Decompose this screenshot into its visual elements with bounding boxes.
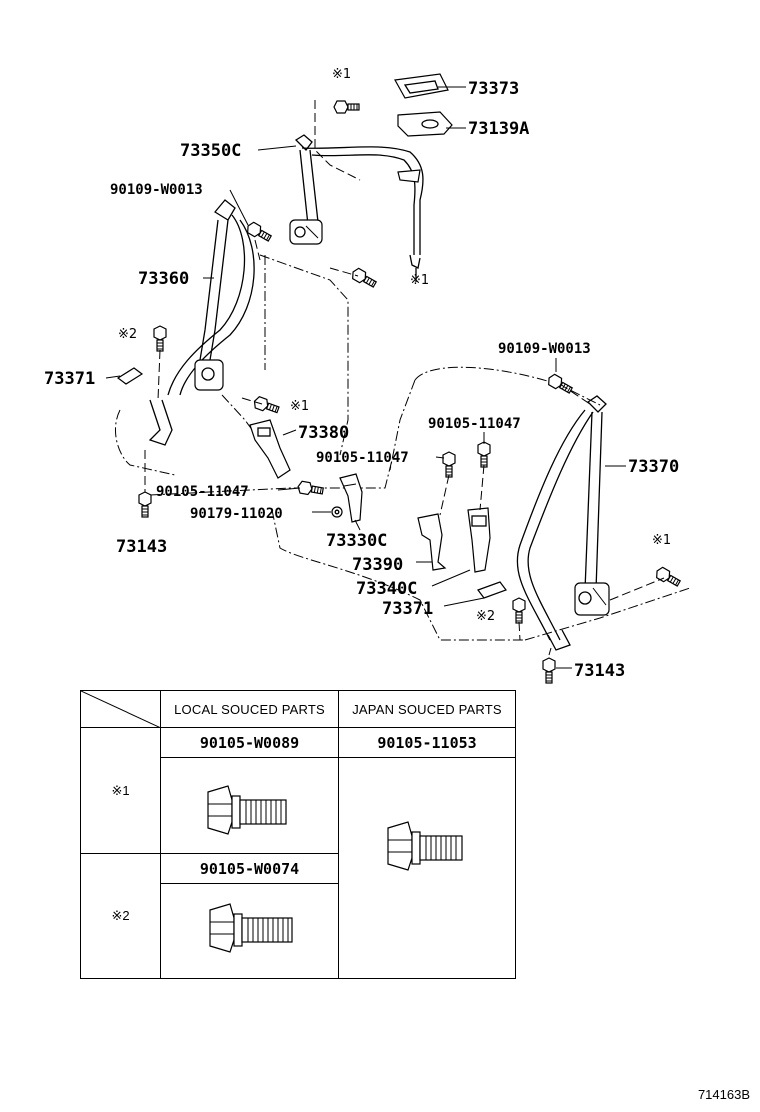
label-90179-11020: 90179-11020 (190, 506, 283, 522)
label-73139a: 73139A (468, 119, 529, 139)
mark2-right-label: ※2 (476, 609, 495, 624)
mark1-mid-label: ※1 (410, 273, 429, 288)
seat-outline-left (114, 254, 525, 641)
label-73330c: 73330C (326, 531, 387, 551)
cover-73139a (397, 111, 453, 137)
label-73373: 73373 (468, 79, 519, 99)
label-73350c: 73350C (180, 141, 241, 161)
seatbelt-73370 (516, 395, 610, 651)
bolt-right-mark2 (512, 597, 526, 624)
mark1-buckle-label: ※1 (290, 399, 309, 414)
buckle-73390 (417, 513, 447, 571)
reference-code: 714163B (697, 1087, 750, 1102)
label-73360: 73360 (138, 269, 189, 289)
label-90105-11047-left: 90105-11047 (156, 484, 249, 500)
bolt-top-mark1 (333, 100, 360, 114)
seat-outline-right (389, 366, 691, 641)
mark1-right-label: ※1 (652, 533, 671, 548)
bolt-mid-mark1 (349, 266, 379, 291)
bolt-right-mark1 (653, 565, 683, 590)
mark1-top-label: ※1 (332, 67, 351, 82)
header-local-sourced: LOCAL SOUCED PARTS (160, 690, 339, 728)
bolt-90105-11047-mid (442, 451, 456, 478)
row-mark-2: ※2 (80, 853, 161, 979)
bolt-90105-11047-left (296, 480, 325, 498)
label-90105-11047-right: 90105-11047 (428, 416, 521, 432)
parts-source-table: LOCAL SOUCED PARTS JAPAN SOUCED PARTS ※1… (80, 690, 516, 979)
bolt-buckle-mark1 (251, 395, 281, 417)
local-bolt-cell-2 (160, 883, 339, 979)
row-mark-1: ※1 (80, 727, 161, 854)
bolt-90105-11047-right (477, 441, 491, 468)
label-90109-w0013-right: 90109-W0013 (498, 341, 591, 357)
bolt-73143-left (138, 491, 152, 518)
label-73340c: 73340C (356, 579, 417, 599)
header-japan-sourced: JAPAN SOUCED PARTS (338, 690, 516, 728)
cover-73371-right (477, 581, 507, 599)
label-73143-right: 73143 (574, 661, 625, 681)
label-73370: 73370 (628, 457, 679, 477)
buckle-73340c (467, 507, 491, 573)
cover-73371-left (116, 367, 144, 385)
local-part-number-2: 90105-W0074 (160, 853, 339, 884)
japan-bolt-cell (338, 757, 516, 979)
mark2-left-label: ※2 (118, 327, 137, 342)
buckle-73380 (249, 419, 291, 479)
cover-73373 (394, 73, 449, 99)
japan-part-number: 90105-11053 (338, 727, 516, 758)
label-73371-right: 73371 (382, 599, 433, 619)
label-90105-11047-mid: 90105-11047 (316, 450, 409, 466)
table-corner-cell (80, 690, 161, 728)
leader-lines (105, 86, 626, 669)
bolt-73143-right (542, 657, 556, 684)
bolt-left-mark2 (153, 325, 167, 352)
label-73371-left: 73371 (44, 369, 95, 389)
bolt-90109-w0013-left (244, 220, 274, 245)
label-73143-left: 73143 (116, 537, 167, 557)
label-73380: 73380 (298, 423, 349, 443)
assembly-lines (144, 100, 665, 656)
retractor-73350c (289, 134, 424, 282)
washer-90179-11020 (331, 506, 343, 518)
buckle-73330c (339, 473, 363, 523)
label-90109-w0013-left: 90109-W0013 (110, 182, 203, 198)
seatbelt-73360 (148, 199, 255, 446)
local-part-number-1: 90105-W0089 (160, 727, 339, 758)
local-bolt-cell-1 (160, 757, 339, 854)
corner-diagonal (81, 691, 161, 728)
label-73390: 73390 (352, 555, 403, 575)
